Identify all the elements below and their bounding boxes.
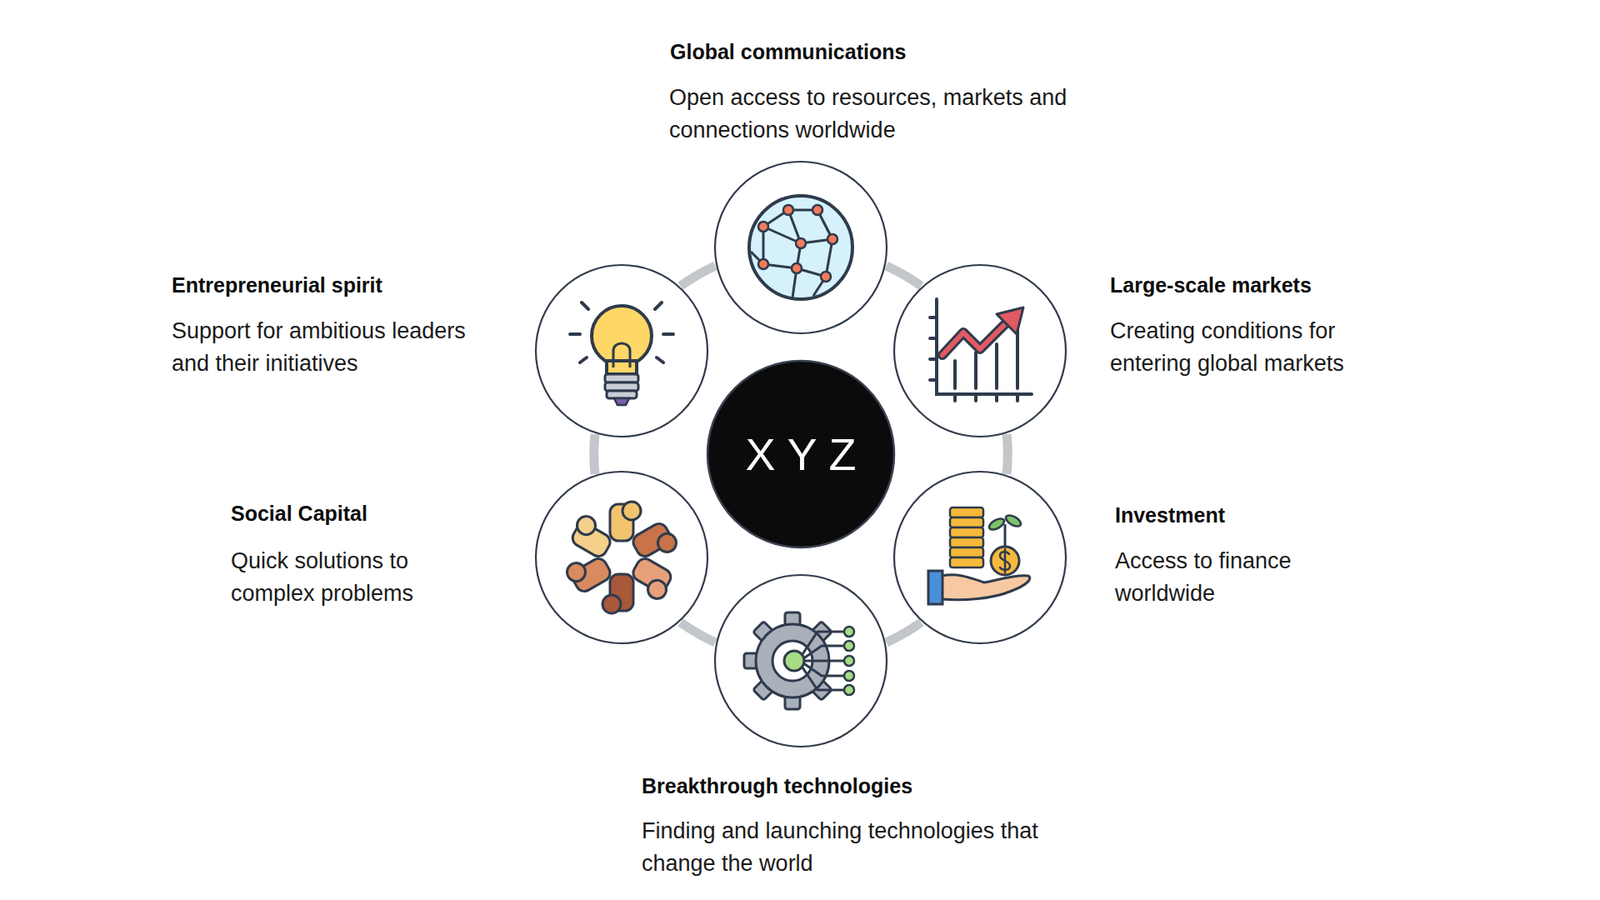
circle-outline: [534, 470, 710, 645]
feature-description: Creating conditions for entering global …: [1110, 315, 1398, 380]
globe-icon-part: [750, 210, 833, 298]
circle-border: [715, 575, 887, 747]
hands-icon-part: [602, 595, 621, 614]
ring-connector: [1006, 434, 1008, 475]
hands-icon-part: [644, 576, 670, 602]
ring-connector: [886, 622, 922, 643]
circle-outline: [892, 263, 1068, 439]
feature-heading: Large-scale markets: [1110, 270, 1527, 300]
feature-heading: Breakthrough technologies: [641, 770, 1075, 801]
investment-icon-part: [928, 570, 943, 605]
feature-heading: Investment: [1115, 500, 1465, 530]
lightbulb-icon: [570, 302, 674, 405]
investment-icon-part: [990, 546, 1020, 575]
circle-outline: [534, 263, 710, 439]
feature-description: Quick solutions to complex problems: [230, 545, 456, 610]
chart-icon-part: [930, 317, 1018, 401]
globe-icon: [749, 195, 853, 300]
technology-icon-part: [844, 626, 855, 637]
lightbulb-icon-part: [606, 390, 637, 399]
circle-border: [715, 161, 887, 334]
circle-border: [535, 265, 708, 437]
ring-connector: [680, 622, 716, 643]
investment-icon: [928, 507, 1030, 605]
ring-connector: [680, 265, 716, 286]
feature-circle: Large-scale marketsCreating conditions f…: [892, 263, 1068, 439]
globe-icon-part: [758, 221, 769, 232]
technology-icon-part: [844, 655, 855, 666]
globe-icon-part: [791, 263, 802, 274]
feature-circle: Entrepreneurial spiritSupport for ambiti…: [534, 263, 710, 439]
hands-icon: [563, 501, 680, 614]
investment-icon-part: [941, 575, 1030, 600]
circle-border: [894, 265, 1066, 437]
hands-icon-part: [573, 513, 599, 539]
lightbulb-icon-part: [613, 343, 630, 368]
circle-outline: [892, 470, 1068, 645]
hands-icon-part: [567, 513, 617, 560]
hands-icon-part: [622, 501, 641, 520]
globe-icon-part: [795, 238, 806, 249]
lightbulb-icon-part: [614, 398, 630, 405]
ring-connector: [886, 265, 922, 286]
hub-circle: X Y Z: [705, 359, 896, 550]
technology-icon-part: [844, 670, 855, 681]
circle-border: [535, 471, 708, 644]
technology-icon-part: [844, 640, 855, 651]
feature-circle: Social CapitalQuick solutions to complex…: [534, 470, 710, 645]
investment-icon-part: [950, 537, 984, 548]
globe-icon-part: [820, 271, 831, 282]
technology-icon: [744, 612, 855, 710]
technology-icon-part: [844, 685, 855, 695]
investment-icon-part: [1004, 524, 1007, 548]
chart-icon-part: [942, 324, 1005, 355]
hands-icon-part: [563, 549, 613, 596]
globe-icon-part: [758, 259, 769, 270]
globe-icon-part: [827, 234, 838, 245]
feature-description: Support for ambitious leaders and their …: [171, 315, 497, 380]
globe-icon-part: [783, 205, 794, 215]
hands-icon-part: [630, 519, 680, 566]
feature-circle: InvestmentAccess to finance worldwide: [892, 470, 1068, 645]
investment-icon-part: [950, 547, 984, 558]
investment-icon-part: [950, 507, 984, 518]
feature-heading: Entrepreneurial spirit: [171, 270, 489, 300]
feature-description: Finding and launching technologies that …: [641, 815, 1042, 880]
feature-heading: Social Capital: [230, 498, 498, 529]
feature-description: Open access to resources, markets and co…: [669, 81, 1070, 147]
chart-icon-part: [996, 307, 1024, 335]
feature-circle: Global communicationsOpen access to reso…: [713, 160, 889, 335]
investment-icon-part: [1004, 513, 1023, 530]
feature-heading: Global communications: [670, 36, 1137, 67]
feature-circle: Breakthrough technologiesFinding and lau…: [713, 573, 889, 749]
lightbulb-icon-part: [591, 305, 652, 366]
hub-label: X Y Z: [745, 428, 856, 480]
chart-icon-part: [942, 324, 1005, 355]
globe-icon-part: [749, 195, 853, 300]
feature-description: Access to finance worldwide: [1115, 545, 1324, 610]
circle-outline: [713, 160, 889, 335]
investment-icon-part: [1000, 549, 1010, 573]
globe-icon-part: [812, 205, 823, 215]
chart-icon: [930, 299, 1032, 401]
chart-icon-part: [936, 299, 1032, 395]
circle-outline: [713, 573, 889, 749]
hands-icon-part: [654, 530, 680, 555]
hands-icon-part: [563, 560, 589, 585]
circle-border: [894, 471, 1066, 644]
investment-icon-part: [950, 517, 984, 528]
investment-icon-part: [950, 557, 984, 568]
technology-icon-part: [800, 631, 845, 690]
ring-connector: [594, 434, 595, 475]
circle-border: [707, 360, 895, 548]
investment-icon-part: [987, 516, 1006, 533]
investment-icon-part: [950, 527, 984, 538]
technology-icon-part: [784, 650, 805, 671]
lightbulb-icon-part: [606, 360, 637, 375]
